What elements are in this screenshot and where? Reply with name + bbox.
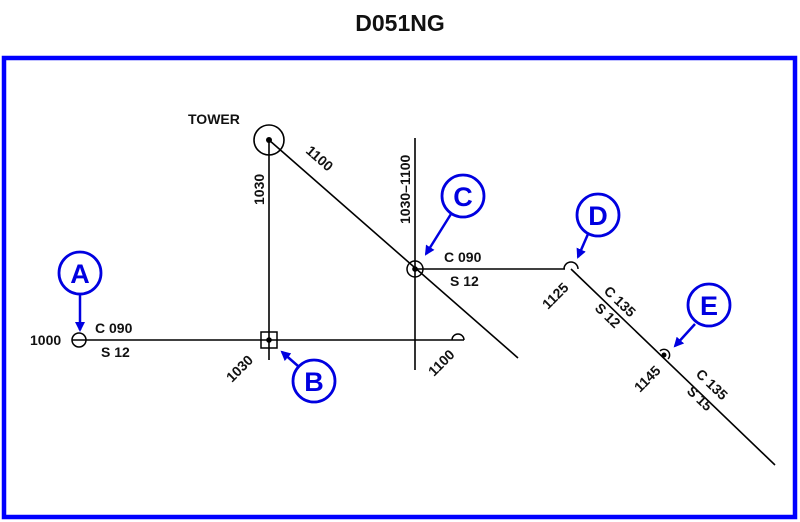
track-line-D-E: [570, 268, 776, 466]
diagram-border: [1, 55, 798, 520]
callout-E-circle: [686, 282, 732, 328]
callout-D: D: [575, 192, 621, 259]
callout-C-circle: [440, 173, 486, 219]
point-A-speed: S 12: [101, 344, 130, 360]
callout-E-arrow: [673, 323, 696, 348]
leg-C-vertical-time: 1030–1100: [397, 154, 413, 224]
point-E-time: 1145: [631, 362, 664, 395]
point-D-symbol-icon: [563, 261, 579, 270]
point-E-dot-icon: [661, 352, 667, 358]
callout-A: A: [57, 250, 103, 332]
end-point-symbol-icon: [451, 333, 465, 341]
point-C-dot-icon: [412, 266, 418, 272]
point-D-time: 1125: [539, 279, 572, 312]
leg-tower-B-time: 1030: [251, 174, 267, 205]
callout-C: C: [424, 173, 486, 256]
callout-B-arrow: [280, 350, 299, 367]
callout-C-letter: C: [453, 182, 473, 212]
callout-D-letter: D: [588, 201, 608, 231]
point-C-symbol-icon: [406, 260, 424, 278]
callout-E: E: [673, 282, 732, 348]
leg-B-bearing-time: 1030: [223, 352, 256, 385]
callout-B-letter: B: [304, 367, 324, 397]
end-point-time: 1100: [425, 346, 458, 379]
callout-A-letter: A: [70, 259, 90, 289]
point-A-time: 1000: [30, 332, 61, 348]
point-B-symbol-icon: [260, 331, 278, 349]
tower-label: TOWER: [188, 111, 240, 127]
point-E-symbol-icon: [659, 348, 671, 360]
callout-D-circle: [575, 192, 621, 238]
bearing-line-tower-C: [268, 139, 519, 359]
callout-D-arrow: [576, 233, 590, 259]
point-A-course: C 090: [95, 320, 133, 336]
point-C-course: C 090: [444, 249, 482, 265]
tower-circle-icon: [253, 124, 285, 156]
callout-E-letter: E: [700, 291, 718, 321]
leg-tower-C-time: 1100: [303, 142, 337, 174]
point-C-speed: S 12: [450, 273, 479, 289]
diagram-title: D051NG: [355, 10, 445, 36]
callout-B: B: [280, 350, 337, 404]
callout-A-circle: [57, 250, 103, 296]
callout-C-arrow: [424, 213, 453, 256]
tower-dot-icon: [266, 137, 272, 143]
point-B-dot-icon: [266, 337, 272, 343]
callout-B-circle: [291, 358, 337, 404]
